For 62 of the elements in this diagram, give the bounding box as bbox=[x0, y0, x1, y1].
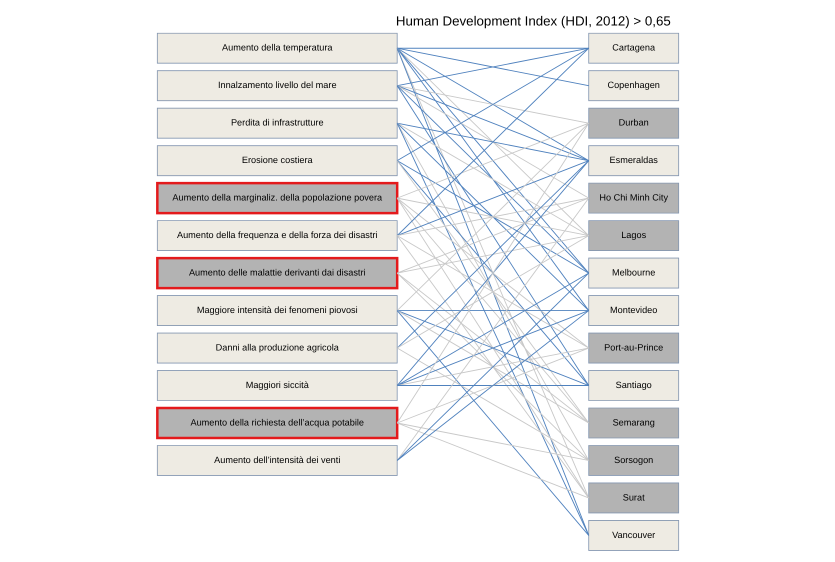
node-box: Aumento della frequenza e della forza dei disastri bbox=[156, 220, 398, 252]
connector bbox=[396, 235, 589, 348]
node-box: Semarang bbox=[588, 408, 679, 438]
node-box: Aumento dell’intensità dei venti bbox=[156, 445, 398, 476]
node-box: Vancouver bbox=[588, 520, 679, 551]
connector bbox=[396, 198, 589, 236]
node-box: Port-au-Prince bbox=[588, 332, 679, 364]
connector bbox=[396, 198, 589, 274]
connector bbox=[396, 85, 589, 274]
connector bbox=[396, 160, 589, 236]
node-box: Ho Chi Minh City bbox=[588, 182, 679, 214]
connector bbox=[396, 122, 589, 312]
node-box: Surat bbox=[588, 482, 679, 514]
node-box: Aumento della richiesta dell’acqua potabile bbox=[156, 406, 398, 440]
connector bbox=[396, 85, 589, 386]
node-box: Maggiore intensità dei fenomeni piovosi bbox=[156, 295, 398, 326]
connector bbox=[396, 348, 589, 386]
connector bbox=[396, 422, 589, 461]
node-box: Santiago bbox=[588, 370, 679, 401]
node-box: Lagos bbox=[588, 220, 679, 252]
connector bbox=[396, 85, 589, 162]
connector bbox=[396, 198, 589, 348]
connector bbox=[396, 122, 589, 162]
connector bbox=[396, 310, 589, 461]
connector bbox=[396, 85, 589, 124]
connector bbox=[396, 348, 589, 461]
node-box: Esmeraldas bbox=[588, 145, 679, 176]
connector bbox=[396, 48, 589, 86]
node-box: Innalzamento livello del mare bbox=[156, 70, 398, 102]
connector bbox=[396, 272, 589, 461]
connector bbox=[396, 85, 589, 199]
node-box: Sorsogon bbox=[588, 445, 679, 476]
connector bbox=[396, 235, 589, 274]
connector bbox=[396, 310, 589, 386]
connector bbox=[396, 272, 589, 424]
connector bbox=[396, 160, 589, 348]
connector bbox=[396, 160, 589, 274]
node-box: Cartagena bbox=[588, 32, 679, 64]
node-box: Erosione costiera bbox=[156, 145, 398, 176]
connector bbox=[396, 122, 589, 536]
node-box: Danni alla produzione agricola bbox=[156, 332, 398, 364]
node-box: Aumento della temperatura bbox=[156, 32, 398, 64]
connector bbox=[396, 48, 589, 236]
diagram-title: Human Development Index (HDI, 2012) > 0,65 bbox=[395, 14, 670, 29]
connector bbox=[396, 122, 589, 236]
node-box: Aumento della marginaliz. della popolazione povera bbox=[156, 182, 398, 214]
node-box: Durban bbox=[588, 108, 679, 139]
connector bbox=[396, 422, 589, 498]
node-box: Aumento delle malattie derivanti dai disastri bbox=[156, 256, 398, 290]
connector bbox=[396, 348, 589, 424]
node-box: Montevideo bbox=[588, 295, 679, 326]
node-box: Copenhagen bbox=[588, 70, 679, 102]
connector bbox=[396, 122, 589, 199]
connector bbox=[396, 272, 589, 386]
connector bbox=[396, 385, 589, 386]
connector bbox=[396, 310, 589, 536]
connector bbox=[396, 310, 589, 312]
node-box: Perdita di infrastrutture bbox=[156, 108, 398, 139]
connector bbox=[396, 48, 589, 162]
node-box: Maggiori siccità bbox=[156, 370, 398, 401]
node-box: Melbourne bbox=[588, 258, 679, 288]
connector bbox=[396, 310, 589, 424]
